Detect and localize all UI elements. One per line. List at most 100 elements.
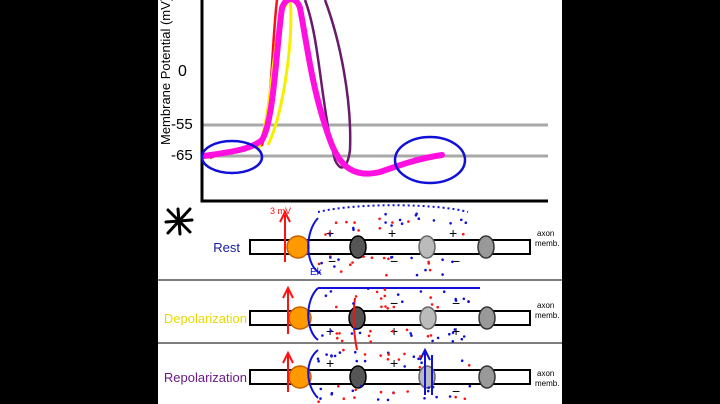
- ion-dot: [354, 295, 358, 298]
- charge-minus: −: [390, 253, 398, 269]
- charge-minus: −: [452, 383, 460, 399]
- ion-dot: [380, 305, 383, 309]
- ion-dot: [454, 299, 458, 302]
- ion-dot: [462, 232, 465, 236]
- ion-dot: [338, 351, 342, 354]
- potassium-efflux-arrows: [419, 347, 433, 395]
- ion-dot: [324, 294, 328, 298]
- ion-dot: [436, 336, 440, 340]
- ion-dot: [383, 288, 387, 291]
- charge-plus: +: [452, 323, 460, 339]
- ek-label: Ek: [310, 267, 323, 278]
- ion-dot: [369, 329, 372, 333]
- ion-dot: [460, 218, 463, 222]
- ion-dot: [319, 387, 323, 391]
- ion-dot: [451, 260, 454, 264]
- charge-minus: −: [452, 253, 460, 269]
- ion-dot: [441, 258, 444, 262]
- ion-dot: [383, 294, 387, 298]
- ion-dot: [407, 220, 410, 223]
- axon-label-1a: axon: [537, 229, 554, 238]
- ion-dot: [418, 355, 422, 358]
- ion-dot: [359, 384, 363, 388]
- ion-dot: [409, 332, 413, 335]
- charge-plus: +: [390, 323, 398, 339]
- ion-dot: [353, 396, 356, 399]
- stage-label-rest: Rest: [213, 240, 240, 255]
- ion-dot: [392, 391, 395, 395]
- ion-dot: [321, 334, 324, 337]
- sodium-potassium-pump-rest: [286, 235, 310, 259]
- ion-dot: [363, 359, 367, 363]
- ion-dot: [345, 220, 348, 224]
- charge-plus: +: [449, 225, 457, 241]
- ion-dot: [391, 329, 395, 333]
- ion-dot: [415, 273, 419, 277]
- ion-dot: [430, 303, 434, 306]
- ion-dot: [449, 222, 452, 225]
- channels-rest: [349, 235, 495, 259]
- ion-dot: [460, 359, 464, 363]
- ion-dot: [419, 290, 423, 293]
- ion-dot: [390, 224, 393, 227]
- ion-dot: [357, 229, 360, 232]
- ion-dot: [333, 265, 336, 268]
- ion-dot: [319, 397, 322, 400]
- ion-dot: [405, 328, 409, 332]
- ion-dot: [333, 354, 337, 358]
- ion-dot: [320, 261, 323, 265]
- axon-label-2a: axon: [537, 301, 554, 310]
- ion-dot: [379, 354, 383, 357]
- ion-dot: [460, 337, 464, 341]
- ion-dot: [441, 273, 444, 276]
- ion-dot: [426, 389, 430, 393]
- ion-dot: [349, 263, 352, 267]
- ion-dot: [403, 352, 406, 356]
- ion-dot: [435, 395, 438, 399]
- ion-dot: [325, 353, 328, 356]
- potassium-channel-rest: [418, 235, 436, 259]
- membrane-strip-rest: [249, 239, 531, 255]
- ion-dot: [462, 297, 466, 301]
- ion-dot: [329, 329, 333, 333]
- potassium-arrow-1: [419, 347, 431, 395]
- leak-channel-depolarization: [478, 306, 496, 330]
- tick-label-0: 0: [178, 63, 187, 80]
- ion-dot: [369, 340, 373, 344]
- membrane-strip-depolarization: [249, 310, 531, 326]
- ion-dot: [378, 217, 381, 221]
- ion-dot: [362, 255, 365, 258]
- ion-dot: [342, 348, 345, 352]
- ion-dot: [410, 256, 413, 260]
- ion-dot: [397, 358, 401, 361]
- ion-dot: [335, 332, 339, 335]
- ion-dot: [358, 331, 362, 335]
- ion-dot: [467, 364, 471, 367]
- resting-circle-left: [200, 139, 264, 175]
- ion-dot: [336, 336, 339, 340]
- ion-dot: [386, 398, 390, 402]
- membrane-strip-repolarization: [249, 369, 531, 385]
- stage-panels: Rest Depolarization Repolarization axon …: [158, 204, 562, 404]
- ion-dot: [328, 232, 332, 236]
- ion-dot: [354, 350, 357, 354]
- ion-dot: [351, 261, 354, 264]
- axon-label-3b: memb.: [535, 379, 559, 388]
- ion-dot: [376, 398, 380, 401]
- ion-dot: [389, 256, 393, 259]
- ion-dot: [334, 221, 338, 224]
- ion-dot: [392, 305, 396, 309]
- ion-bracket-depolarization: [307, 287, 319, 341]
- ion-dot: [330, 355, 333, 358]
- ion-dot: [431, 339, 434, 343]
- ion-dot: [382, 256, 386, 260]
- ion-dot: [448, 395, 452, 398]
- ion-dot: [387, 353, 391, 356]
- charge-minus: −: [390, 295, 398, 311]
- ion-dot: [335, 305, 338, 309]
- ion-dot: [350, 332, 354, 335]
- ion-dot: [367, 334, 371, 338]
- ion-dot: [412, 355, 416, 359]
- ion-dot: [417, 217, 421, 220]
- charge-minus: −: [328, 253, 336, 269]
